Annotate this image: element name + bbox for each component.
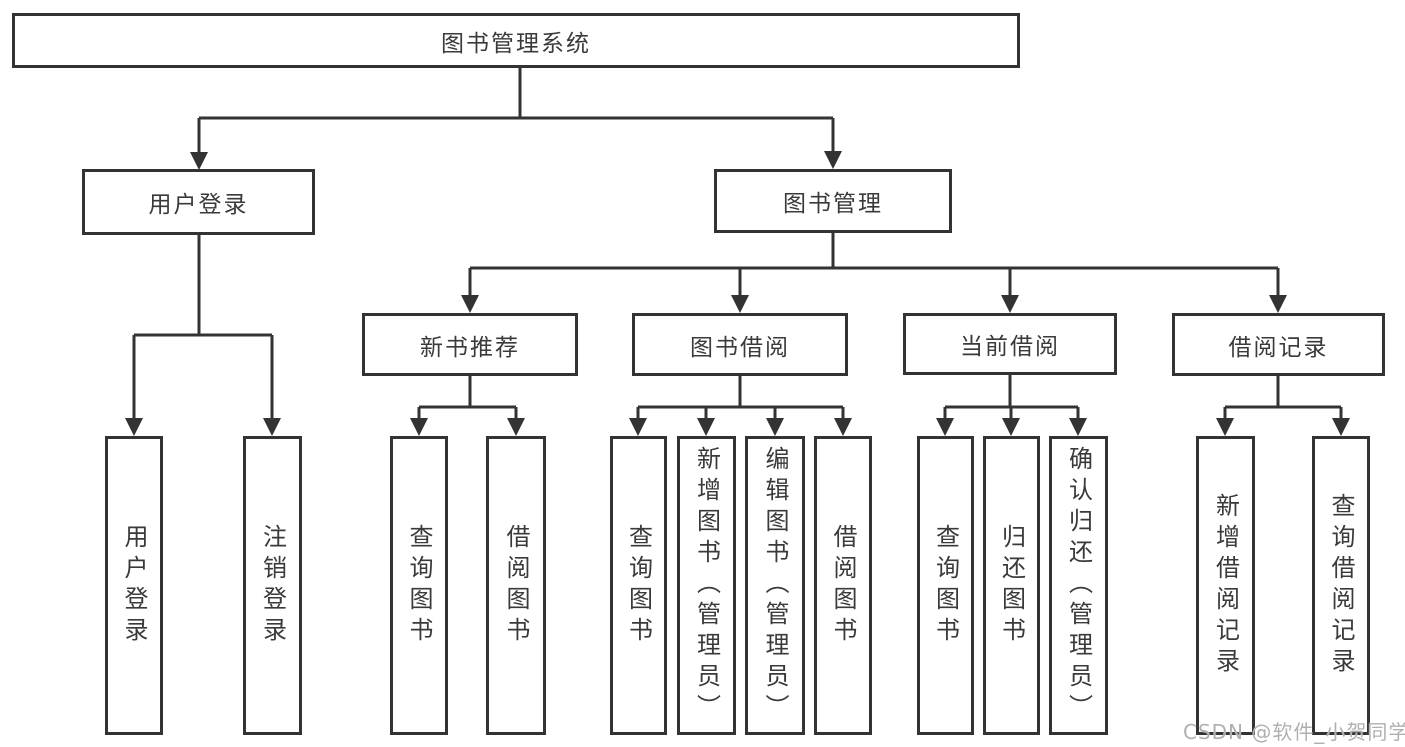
node-label: 借阅图书: [502, 523, 530, 648]
arrow-down-icon: [461, 295, 479, 313]
arrow-down-icon: [766, 418, 784, 436]
arrow-down-icon: [629, 418, 647, 436]
leaf-add-books-admin: 新增图书（管理员）: [677, 436, 736, 735]
leaf-return-books: 归还图书: [983, 436, 1040, 735]
node-label: 新书推荐: [420, 334, 520, 361]
watermark: CSDN @软件_小贺同学: [1183, 720, 1405, 744]
node-book-borrowing: 图书借阅: [632, 313, 848, 376]
connector-line: [943, 375, 1080, 419]
node-label: 查询借阅记录: [1327, 492, 1355, 679]
leaf-user-login: 用户登录: [105, 436, 163, 735]
node-library-management-system: 图书管理系统: [12, 13, 1020, 68]
node-label: 查询图书: [405, 523, 433, 648]
node-label: 图书管理: [783, 191, 883, 217]
arrow-down-icon: [1001, 295, 1019, 313]
node-label: 确认归还（管理员）: [1064, 446, 1093, 725]
leaf-logout: 注销登录: [243, 436, 302, 735]
node-label: 新增借阅记录: [1211, 492, 1240, 679]
node-borrowing-records: 借阅记录: [1172, 313, 1385, 376]
leaf-borrow-books-1: 借阅图书: [486, 436, 546, 735]
node-label: 借阅图书: [829, 523, 857, 648]
node-label: 用户登录: [120, 523, 148, 648]
node-label: 查询图书: [931, 523, 960, 648]
arrow-down-icon: [507, 418, 525, 436]
connector-line: [468, 233, 1280, 296]
leaf-query-books-2: 查询图书: [610, 436, 667, 735]
arrow-down-icon: [1332, 418, 1350, 436]
connector-line: [636, 376, 845, 419]
leaf-query-books-3: 查询图书: [917, 436, 974, 735]
node-label: 用户登录: [148, 192, 249, 218]
node-label: 图书借阅: [690, 334, 790, 361]
arrow-down-icon: [263, 418, 281, 436]
leaf-confirm-return-admin: 确认归还（管理员）: [1049, 436, 1108, 735]
leaf-add-borrow-record: 新增借阅记录: [1196, 436, 1255, 735]
leaf-edit-books-admin: 编辑图书（管理员）: [745, 436, 805, 735]
node-label: 借阅记录: [1228, 334, 1329, 361]
connector-line: [417, 376, 518, 419]
connector-line: [132, 235, 274, 419]
arrow-down-icon: [1216, 418, 1234, 436]
arrow-down-icon: [410, 418, 428, 436]
arrow-down-icon: [834, 418, 852, 436]
node-label: 图书管理系统: [441, 30, 591, 57]
arrow-down-icon: [697, 418, 715, 436]
node-new-book-recommendation: 新书推荐: [362, 313, 578, 376]
node-label: 注销登录: [258, 523, 287, 648]
arrow-down-icon: [824, 151, 842, 169]
arrow-down-icon: [1269, 295, 1287, 313]
leaf-query-books-1: 查询图书: [390, 436, 448, 735]
connector-line: [197, 68, 835, 153]
node-label: 查询图书: [624, 523, 653, 648]
arrow-down-icon: [1002, 418, 1020, 436]
node-user-login: 用户登录: [82, 169, 315, 235]
node-label: 编辑图书（管理员）: [761, 446, 789, 725]
node-book-management: 图书管理: [714, 169, 952, 233]
arrow-down-icon: [936, 418, 954, 436]
leaf-borrow-books-2: 借阅图书: [814, 436, 872, 735]
arrow-down-icon: [731, 295, 749, 313]
node-current-borrowing: 当前借阅: [903, 313, 1117, 375]
node-label: 归还图书: [997, 523, 1026, 648]
arrow-down-icon: [125, 418, 143, 436]
node-label: 当前借阅: [960, 334, 1060, 360]
connector-line: [1223, 376, 1343, 419]
arrow-down-icon: [190, 152, 208, 170]
node-label: 新增图书（管理员）: [692, 446, 721, 725]
leaf-query-borrow-record: 查询借阅记录: [1312, 436, 1370, 735]
arrow-down-icon: [1069, 418, 1087, 436]
